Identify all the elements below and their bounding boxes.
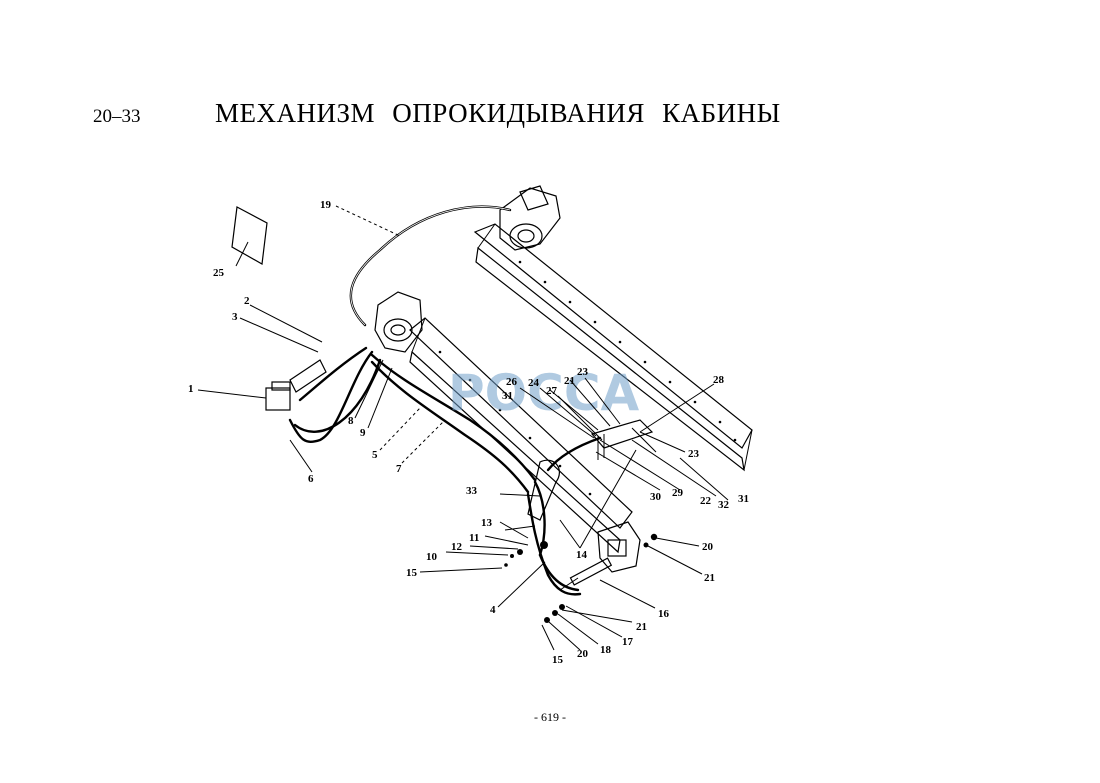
callout-20a: 20 (702, 541, 714, 553)
hinge-bracket-left (374, 291, 423, 353)
callout-14: 14 (576, 549, 588, 561)
callout-21b: 21 (636, 621, 647, 633)
callout-13: 13 (481, 517, 493, 529)
callout-19: 19 (320, 199, 332, 211)
callout-9: 9 (360, 427, 366, 439)
callout-11: 11 (469, 532, 479, 544)
callout-24: 24 (528, 377, 540, 389)
fastener-washers (504, 533, 658, 623)
callout-numbers: 1 2 3 4 5 6 7 8 9 10 11 12 13 14 15 15 1… (188, 199, 749, 666)
callout-28: 28 (713, 374, 725, 386)
part-33-elbow-fitting (527, 459, 561, 521)
valve-bracket-hardware (590, 419, 657, 460)
callout-1: 1 (188, 383, 194, 395)
callout-12: 12 (451, 541, 463, 553)
callout-20b: 20 (577, 648, 589, 660)
callout-29: 29 (672, 487, 684, 499)
callout-15b: 15 (552, 654, 564, 666)
hydraulic-hoses (288, 205, 602, 596)
callout-31a: 31 (502, 390, 513, 402)
callout-16: 16 (658, 608, 670, 620)
hinge-bracket-right (499, 185, 561, 251)
frame-rail-left (409, 317, 633, 554)
cylinder-mount-bracket (597, 521, 641, 573)
callout-10: 10 (426, 551, 438, 563)
page-title: МЕХАНИЗМ ОПРОКИДЫВАНИЯ КАБИНЫ (215, 98, 781, 128)
callout-3: 3 (232, 311, 238, 323)
callout-18: 18 (600, 644, 612, 656)
part-25-label-sheet (231, 206, 268, 265)
callout-33: 33 (466, 485, 478, 497)
callout-6: 6 (308, 473, 314, 485)
callout-4: 4 (490, 604, 496, 616)
callout-2: 2 (244, 295, 250, 307)
callout-8: 8 (348, 415, 354, 427)
callout-31b: 31 (738, 493, 749, 505)
callout-25: 25 (213, 267, 225, 279)
part-1-hydraulic-pump (265, 359, 327, 411)
callout-27: 27 (546, 385, 558, 397)
callout-26: 26 (506, 376, 518, 388)
callout-21a: 21 (704, 572, 715, 584)
section-number: 20–33 (93, 106, 141, 127)
watermark-text: РОССА (448, 364, 640, 422)
callout-21c: 21 (564, 375, 575, 387)
callout-7: 7 (396, 463, 402, 475)
callout-22: 22 (700, 495, 712, 507)
callout-30: 30 (650, 491, 662, 503)
callout-32: 32 (718, 499, 730, 511)
page-number: - 619 - (534, 710, 566, 724)
callout-17: 17 (622, 636, 634, 648)
part-16-tilt-cylinder (559, 557, 613, 591)
callout-23b: 23 (688, 448, 700, 460)
callout-23a: 23 (577, 366, 589, 378)
leader-lines (197, 205, 729, 651)
callout-15a: 15 (406, 567, 418, 579)
callout-5: 5 (372, 449, 378, 461)
frame-rail-right (473, 223, 753, 472)
